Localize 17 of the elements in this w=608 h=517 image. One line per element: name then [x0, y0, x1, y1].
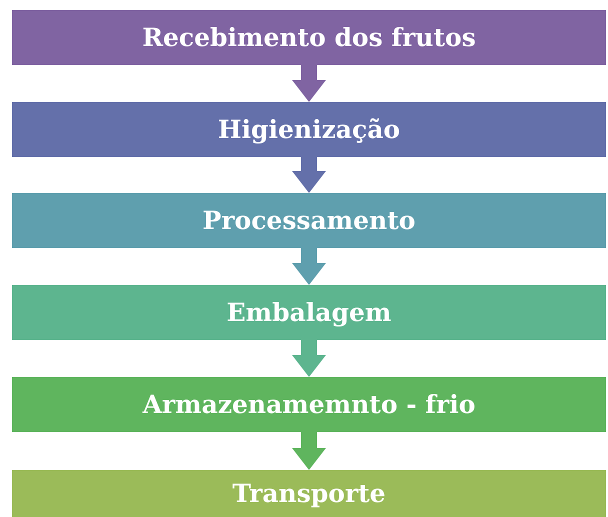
process-box [12, 470, 606, 517]
step-label: Processamento [202, 206, 416, 235]
step-label: Recebimento dos frutos [142, 23, 476, 52]
step-label: Armazenamemnto - frio [142, 390, 476, 419]
process-box [12, 10, 606, 65]
step-label: Embalagem [226, 298, 392, 327]
process-box [12, 377, 606, 432]
arrow [292, 432, 326, 470]
process-box [12, 285, 606, 340]
process-box [12, 193, 606, 248]
arrow [292, 248, 326, 285]
arrow [292, 340, 326, 377]
arrow [292, 65, 326, 102]
process-box [12, 102, 606, 157]
step-label: Transporte [232, 479, 386, 508]
step-label: Higienização [218, 115, 400, 144]
arrow [292, 157, 326, 193]
